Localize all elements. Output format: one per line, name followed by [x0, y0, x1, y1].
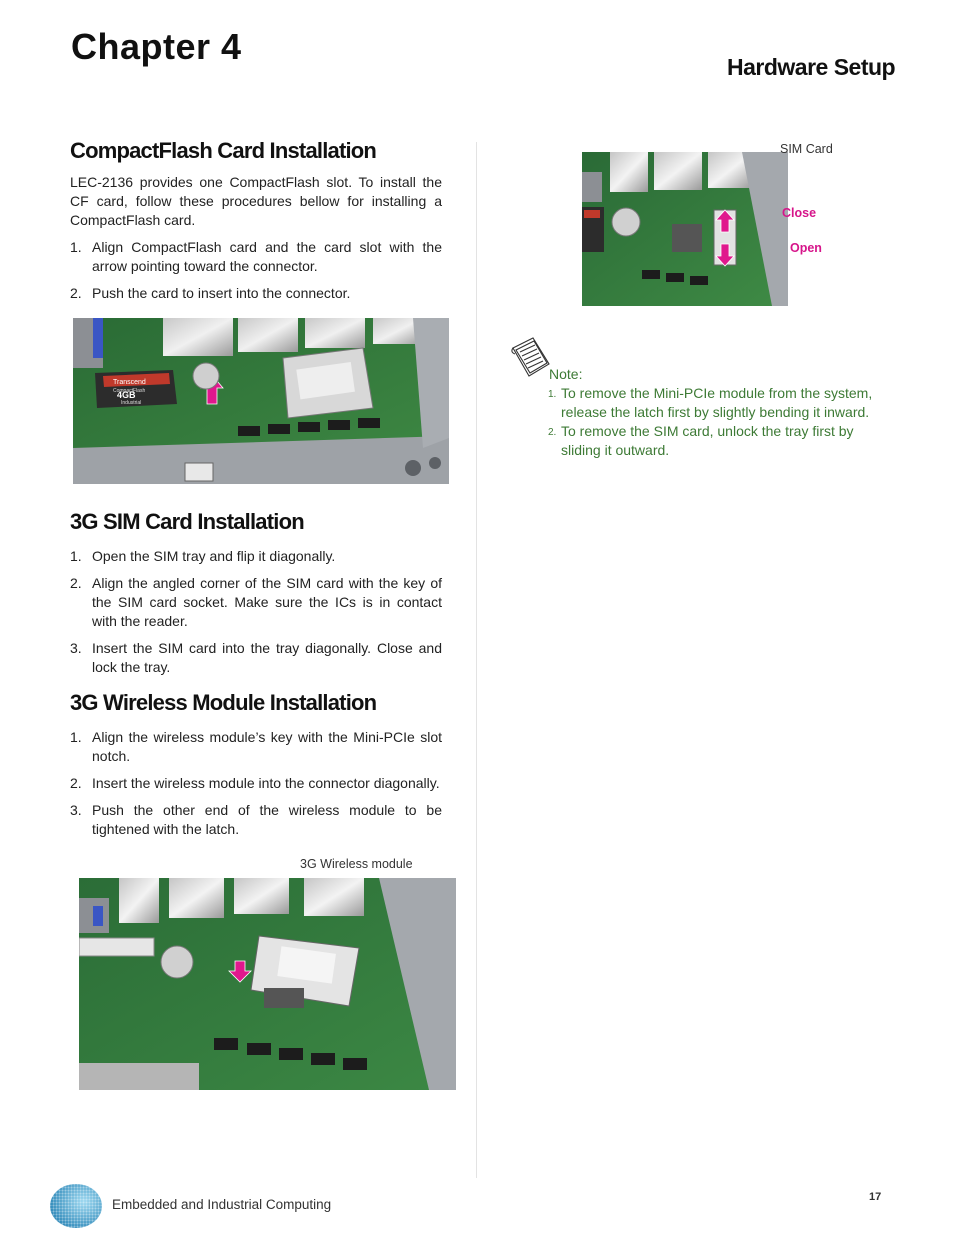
arrow-down-icon: [228, 960, 252, 983]
list-item: 1.Open the SIM tray and flip it diagonal…: [70, 548, 336, 564]
footer-text: Embedded and Industrial Computing: [112, 1197, 332, 1212]
wireless-heading: 3G Wireless Module Installation: [70, 690, 377, 715]
section-title: Hardware Setup: [727, 54, 896, 80]
note-pad-icon: [509, 336, 553, 385]
chapter-title: Chapter 4: [71, 26, 242, 67]
cf-steps: 1.Align CompactFlash card and the card s…: [70, 238, 442, 303]
list-item: 2.Push the card to insert into the conne…: [70, 285, 351, 301]
cf-heading: CompactFlash Card Installation: [70, 138, 377, 163]
list-item: 3.Push the other end of the wireless mod…: [70, 802, 442, 837]
company-logo: [49, 1183, 103, 1234]
list-item: 2.Insert the wireless module into the co…: [70, 775, 440, 791]
sim-heading: 3G SIM Card Installation: [70, 509, 305, 534]
list-item: 1.Align the wireless module’s key with t…: [70, 729, 442, 764]
list-item: 1.Align CompactFlash card and the card s…: [70, 239, 442, 274]
wireless-steps: 1.Align the wireless module’s key with t…: [70, 728, 442, 839]
wireless-photo: [79, 878, 456, 1090]
sim-caption: SIM Card: [780, 142, 833, 156]
cf-section: CompactFlash Card Installation LEC-2136 …: [70, 138, 442, 311]
cf-intro: LEC-2136 provides one CompactFlash slot.…: [70, 174, 442, 228]
arrow-down-icon: [715, 243, 735, 267]
sim-steps: 1.Open the SIM tray and flip it diagonal…: [70, 547, 442, 677]
note-list: 1.To remove the Mini-PCIe module from th…: [548, 384, 878, 460]
cf-photo: Transcend CompactFlash 4GB Industrial: [73, 318, 449, 484]
cf-card-capacity: 4GB: [117, 390, 136, 400]
wireless-caption: 3G Wireless module: [300, 857, 413, 871]
list-item: 1.To remove the Mini-PCIe module from th…: [548, 385, 873, 420]
sim-section: 3G SIM Card Installation 1.Open the SIM …: [70, 509, 442, 685]
cf-card-grade: Industrial: [121, 400, 141, 406]
cf-card-model: CompactFlash: [113, 388, 145, 394]
list-item: 2. To remove the SIM card, unlock the tr…: [548, 423, 854, 458]
sim-close-label: Close: [782, 206, 817, 220]
column-divider: [476, 142, 477, 1178]
list-item: 3.Insert the SIM card into the tray diag…: [70, 640, 442, 675]
arrow-up-icon: [715, 209, 735, 233]
list-item: 2.Align the angled corner of the SIM car…: [70, 575, 442, 629]
cf-card-brand: Transcend: [113, 379, 146, 386]
sim-photo: [582, 152, 788, 306]
wireless-section: 3G Wireless Module Installation 1.Align …: [70, 690, 442, 847]
sim-open-label: Open: [790, 241, 822, 255]
page-number: 17: [869, 1191, 882, 1203]
note-title: Note:: [549, 366, 583, 382]
